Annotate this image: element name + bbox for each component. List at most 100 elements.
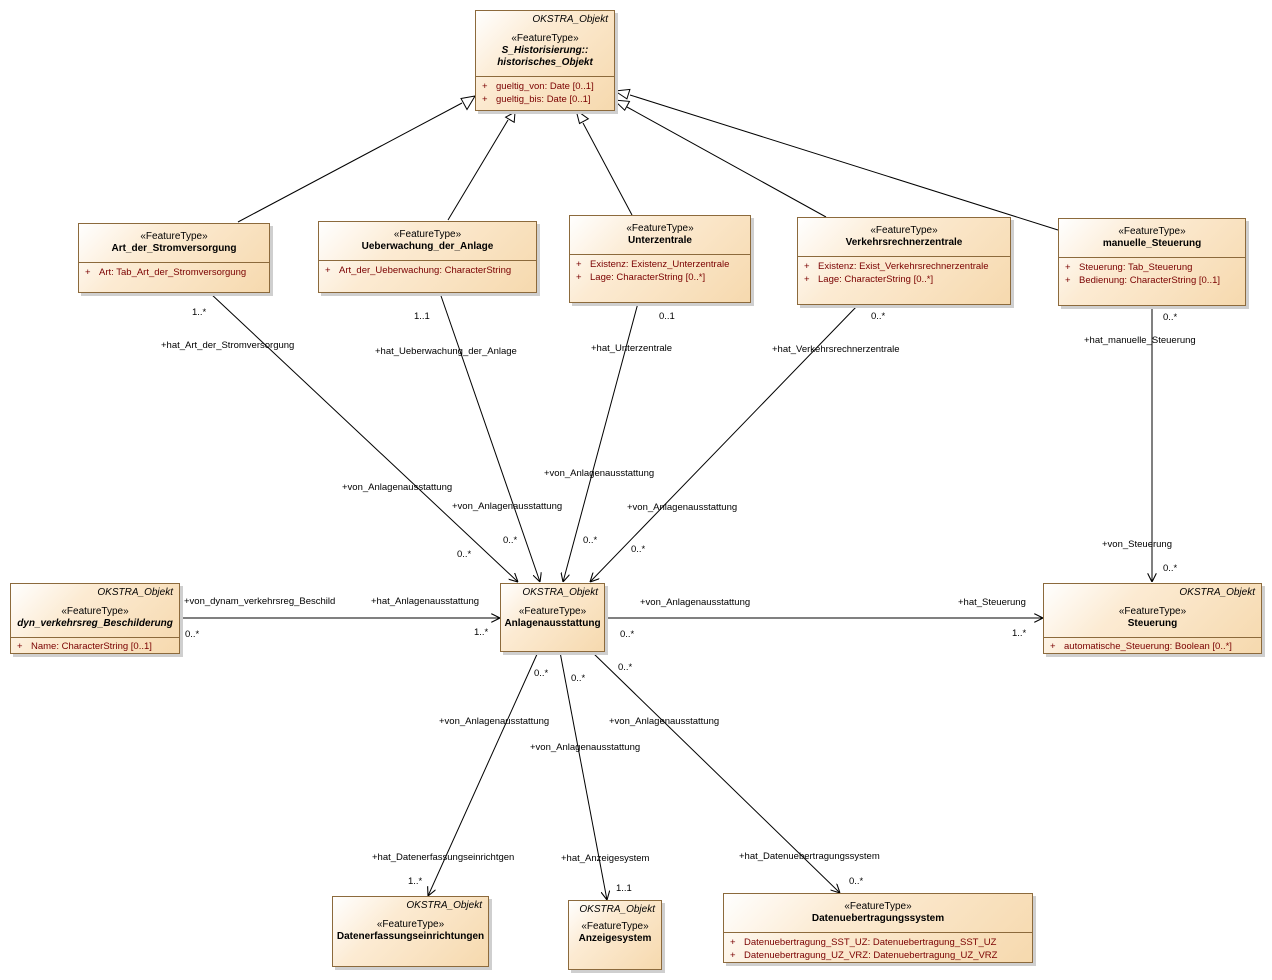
stereotype: «FeatureType» <box>1118 226 1186 237</box>
role-label: +hat_Unterzentrale <box>591 343 673 354</box>
multiplicity: 0..* <box>583 535 598 546</box>
attribute: +automatische_Steuerung: Boolean [0..*] <box>1050 641 1232 652</box>
class-name: S_Historisierung:: <box>501 45 589 56</box>
attribute: +Existenz: Exist_Verkehrsrechnerzentrale <box>804 261 989 272</box>
package-label: OKSTRA_Objekt <box>579 904 655 915</box>
class-name: Anzeigesystem <box>578 933 652 944</box>
class-name: Datenerfassungseinrichtungen <box>336 931 485 942</box>
stereotype: «FeatureType» <box>61 606 129 617</box>
assoc-dae <box>428 652 538 896</box>
multiplicity: 0..* <box>871 311 886 322</box>
class-verkehrsrechnerzentrale[interactable]: «FeatureType» Verkehrsrechnerzentrale +E… <box>797 217 1011 305</box>
multiplicity: 0..* <box>571 673 586 684</box>
attribute-list: +Art: Tab_Art_der_Stromversorgung <box>79 262 269 282</box>
multiplicity: 0..* <box>631 544 646 555</box>
attribute-list: +Existenz: Existenz_Unterzentrale +Lage:… <box>570 254 750 287</box>
stereotype: «FeatureType» <box>844 901 912 912</box>
stereotype: «FeatureType» <box>518 606 587 617</box>
package-label: OKSTRA_Objekt <box>1179 587 1255 598</box>
stereotype: «FeatureType» <box>511 33 579 44</box>
attribute-list: +Existenz: Exist_Verkehrsrechnerzentrale… <box>798 256 1010 289</box>
multiplicity: 1..* <box>1012 628 1027 639</box>
generalization-ueb <box>447 119 509 221</box>
class-anzeigesystem[interactable]: OKSTRA_Objekt «FeatureType» Anzeigesyste… <box>568 900 662 970</box>
assoc-art <box>210 293 518 582</box>
generalization-vrz <box>626 106 827 218</box>
multiplicity: 0..* <box>1163 563 1178 574</box>
class-art-der-stromversorgung[interactable]: «FeatureType» Art_der_Stromversorgung +A… <box>78 223 270 293</box>
attribute-list: +Art_der_Ueberwachung: CharacterString <box>319 260 536 280</box>
stereotype: «FeatureType» <box>870 225 938 236</box>
class-anlagenausstattung[interactable]: OKSTRA_Objekt «FeatureType» Anlagenausst… <box>500 583 605 652</box>
class-manuelle-steuerung[interactable]: «FeatureType» manuelle_Steuerung +Steuer… <box>1058 218 1246 306</box>
attribute-list: +Steuerung: Tab_Steuerung +Bedienung: Ch… <box>1059 257 1245 290</box>
class-name: Datenuebertragungssystem <box>811 913 945 924</box>
assoc-vrz <box>590 305 858 582</box>
attribute-list: +automatische_Steuerung: Boolean [0..*] <box>1044 637 1261 656</box>
class-dyn-verkehrsreg-beschilderung[interactable]: OKSTRA_Objekt «FeatureType» dyn_verkehrs… <box>10 583 180 654</box>
generalization-arrowhead <box>504 111 516 124</box>
multiplicity: 0..* <box>849 876 864 887</box>
role-label: +hat_manuelle_Steuerung <box>1084 335 1196 346</box>
role-label: +von_Anlagenausstattung <box>452 501 563 512</box>
role-label: +hat_Datenerfassungseinrichtgen <box>372 852 515 863</box>
role-label: +von_Anlagenausstattung <box>439 716 550 727</box>
attribute: +Art: Tab_Art_der_Stromversorgung <box>85 267 247 278</box>
attribute: +gueltig_von: Date [0..1] <box>482 81 594 92</box>
class-datenerfassungseinrichtungen[interactable]: OKSTRA_Objekt «FeatureType» Datenerfassu… <box>332 896 489 967</box>
attribute: +Steuerung: Tab_Steuerung <box>1065 262 1193 273</box>
stereotype: «FeatureType» <box>1118 606 1187 617</box>
generalization-art <box>237 102 463 223</box>
attribute: +Art_der_Ueberwachung: CharacterString <box>325 265 512 276</box>
package-label: OKSTRA_Objekt <box>406 900 482 911</box>
role-label: +von_Anlagenausstattung <box>530 742 641 753</box>
multiplicity: 0..* <box>620 629 635 640</box>
class-ueberwachung-der-anlage[interactable]: «FeatureType» Ueberwachung_der_Anlage +A… <box>318 221 537 293</box>
multiplicity: 1..1 <box>414 311 430 322</box>
class-name: Ueberwachung_der_Anlage <box>361 241 494 252</box>
package-label: OKSTRA_Objekt <box>97 587 173 598</box>
generalization-uz <box>582 122 633 216</box>
attribute: +Lage: CharacterString [0..*] <box>576 272 706 283</box>
multiplicity: 1..* <box>192 307 207 318</box>
attribute-list: +gueltig_von: Date [0..1] +gueltig_bis: … <box>476 76 614 109</box>
generalization-arrowhead <box>612 99 631 112</box>
multiplicity: 0..* <box>618 662 633 673</box>
multiplicity: 1..* <box>474 627 489 638</box>
attribute: +Existenz: Existenz_Unterzentrale <box>576 259 730 270</box>
generalization-arrowhead <box>460 95 476 111</box>
role-label: +hat_Datenuebertragungssystem <box>739 851 880 862</box>
class-name: historisches_Objekt <box>497 57 593 68</box>
stereotype: «FeatureType» <box>376 919 445 930</box>
class-steuerung[interactable]: OKSTRA_Objekt «FeatureType» Steuerung +a… <box>1043 583 1262 654</box>
multiplicity: 1..1 <box>616 883 632 894</box>
role-label: +von_Anlagenausstattung <box>342 482 453 493</box>
class-unterzentrale[interactable]: «FeatureType» Unterzentrale +Existenz: E… <box>569 215 751 303</box>
attribute-list: +Datenuebertragung_SST_UZ: Datenuebertra… <box>724 932 1032 965</box>
multiplicity: 0..* <box>1163 312 1178 323</box>
stereotype: «FeatureType» <box>140 231 208 242</box>
role-label: +hat_Verkehrsrechnerzentrale <box>772 344 900 355</box>
class-name: Steuerung <box>1127 618 1178 629</box>
role-label: +hat_Ueberwachung_der_Anlage <box>375 346 517 357</box>
stereotype: «FeatureType» <box>393 229 462 240</box>
class-historisches-objekt[interactable]: OKSTRA_Objekt «FeatureType» S_Historisie… <box>475 10 615 111</box>
stereotype: «FeatureType» <box>626 223 694 234</box>
attribute: +Name: CharacterString [0..1] <box>17 641 152 652</box>
class-name: Verkehrsrechnerzentrale <box>845 237 963 248</box>
class-name: Anlagenausstattung <box>504 618 601 629</box>
role-label: +von_Anlagenausstattung <box>640 597 751 608</box>
role-label: +von_Anlagenausstattung <box>544 468 655 479</box>
attribute-list: +Name: CharacterString [0..1] <box>11 637 179 656</box>
role-label: +hat_Steuerung <box>958 597 1026 608</box>
multiplicity: 0..1 <box>659 311 675 322</box>
attribute: +Lage: CharacterString [0..*] <box>804 274 934 285</box>
attribute: +Datenuebertragung_UZ_VRZ: Datenuebertra… <box>730 950 998 961</box>
role-label: +von_Steuerung <box>1102 539 1172 550</box>
multiplicity: 0..* <box>185 629 200 640</box>
class-datenuebertragungssystem[interactable]: «FeatureType» Datenuebertragungssystem +… <box>723 893 1033 963</box>
role-label: +hat_Anzeigesystem <box>561 853 650 864</box>
stereotype: «FeatureType» <box>581 921 649 932</box>
multiplicity: 0..* <box>534 668 549 679</box>
